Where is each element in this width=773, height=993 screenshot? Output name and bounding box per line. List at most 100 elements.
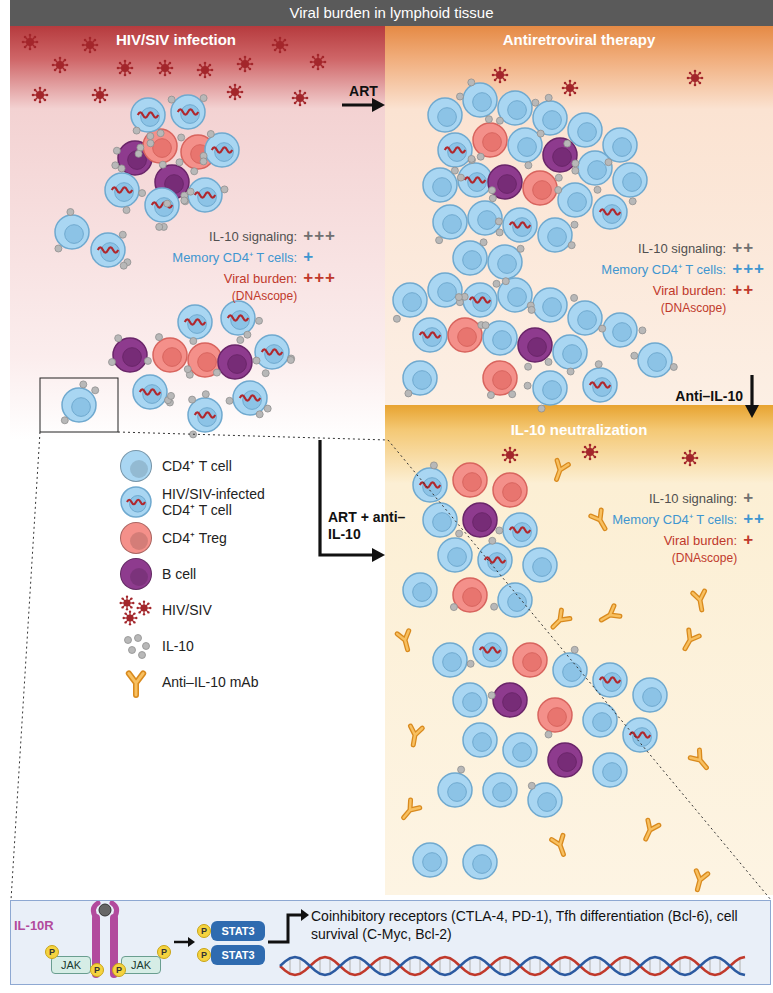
cell xyxy=(498,583,532,617)
viral-dna xyxy=(228,315,248,320)
il10-dot xyxy=(525,162,532,169)
il10-dot xyxy=(191,168,198,175)
dna-rung xyxy=(359,958,360,974)
il10-dot xyxy=(262,370,269,377)
il10-dot xyxy=(528,306,535,313)
antibody xyxy=(397,631,413,651)
il10-dot xyxy=(61,417,68,424)
cell xyxy=(513,643,547,677)
dna-rung xyxy=(289,958,290,974)
il10-dot xyxy=(572,167,579,174)
cell xyxy=(145,188,179,222)
nucleus xyxy=(563,663,582,682)
legend-item: HIV/SIV xyxy=(118,592,297,628)
il10-dot xyxy=(488,692,495,699)
virion xyxy=(92,87,109,104)
legend-text: B cell xyxy=(162,566,297,582)
il10-dot xyxy=(468,155,475,162)
antibody xyxy=(598,606,620,625)
il10-dot xyxy=(200,95,207,102)
cell xyxy=(221,301,255,335)
arrow-connector xyxy=(320,440,385,562)
nucleus xyxy=(473,855,492,874)
il10-dot xyxy=(599,325,606,332)
cell xyxy=(578,151,612,185)
il10-dot xyxy=(451,167,458,174)
virion xyxy=(120,596,135,611)
il10-dot xyxy=(480,239,487,246)
cell xyxy=(498,278,532,312)
cell xyxy=(458,163,492,197)
virion xyxy=(687,70,704,87)
cell xyxy=(143,129,177,163)
il10-dot xyxy=(571,294,578,301)
cell xyxy=(393,283,427,317)
antibody xyxy=(692,871,708,891)
nucleus xyxy=(578,123,597,142)
panel-ground xyxy=(10,26,385,440)
nucleus xyxy=(483,133,502,152)
nucleus xyxy=(443,215,462,234)
dna-rung xyxy=(299,958,300,974)
cell xyxy=(133,375,167,409)
virion xyxy=(682,450,699,467)
legend-item: IL-10 xyxy=(118,628,297,664)
panel-heading: IL-10 neutralization xyxy=(385,421,773,438)
cell xyxy=(218,345,252,379)
stat3-box: STAT3 xyxy=(211,921,265,941)
il10-dot xyxy=(572,160,579,167)
il10-dot xyxy=(109,359,116,366)
il10-dot xyxy=(237,337,244,344)
nucleus xyxy=(473,733,492,752)
il10-dot xyxy=(496,229,503,236)
nucleus xyxy=(543,111,562,130)
cell xyxy=(553,653,587,687)
dna-rung xyxy=(569,958,570,974)
cell xyxy=(523,171,557,205)
il10-dot xyxy=(555,187,562,194)
nucleus xyxy=(458,328,477,347)
il10-dot xyxy=(457,174,464,181)
jak-box: JAK xyxy=(121,956,161,974)
nucleus xyxy=(473,513,492,532)
nucleus xyxy=(478,211,497,230)
node-text: JAK xyxy=(61,959,81,971)
virion xyxy=(117,60,134,77)
stage-panel: Antiretroviral therapyIL-10 signaling:++… xyxy=(385,28,773,375)
outcome-text: Coinhibitory receptors (CTLA-4, PD-1), T… xyxy=(311,907,766,943)
dna-rung xyxy=(479,958,480,974)
virion xyxy=(292,90,309,107)
il10-dot xyxy=(147,140,154,147)
cell xyxy=(593,663,627,697)
legend-item: CD4⁺ Treg xyxy=(118,520,297,556)
nucleus xyxy=(548,228,567,247)
viral-dna xyxy=(420,332,440,337)
nucleus xyxy=(568,193,587,212)
cell xyxy=(593,195,627,229)
il10-dot xyxy=(639,327,646,334)
cell xyxy=(448,318,482,352)
legend-text: CD4⁺ T cell xyxy=(162,458,297,474)
nucleus xyxy=(503,693,522,712)
il10-dot xyxy=(670,364,677,371)
il10-dot xyxy=(524,382,531,389)
nucleus xyxy=(533,558,552,577)
viral-dna xyxy=(465,177,485,182)
viral-dna xyxy=(127,500,145,505)
nucleus xyxy=(463,473,482,492)
cell xyxy=(528,783,562,817)
antibody xyxy=(129,673,143,695)
cell xyxy=(533,288,567,322)
arrow-connector xyxy=(342,98,385,112)
il10-dot xyxy=(115,335,122,342)
nucleus xyxy=(463,693,482,712)
node-text: P xyxy=(161,947,167,957)
il10-dot xyxy=(496,117,503,124)
virion xyxy=(32,87,49,104)
il10-dot xyxy=(468,79,475,86)
legend-text: Anti–IL-10 mAb xyxy=(162,674,297,690)
arrow-connector xyxy=(745,375,759,418)
signal-arrow xyxy=(268,915,302,942)
antibody xyxy=(549,610,570,631)
viral-dna xyxy=(420,482,440,487)
